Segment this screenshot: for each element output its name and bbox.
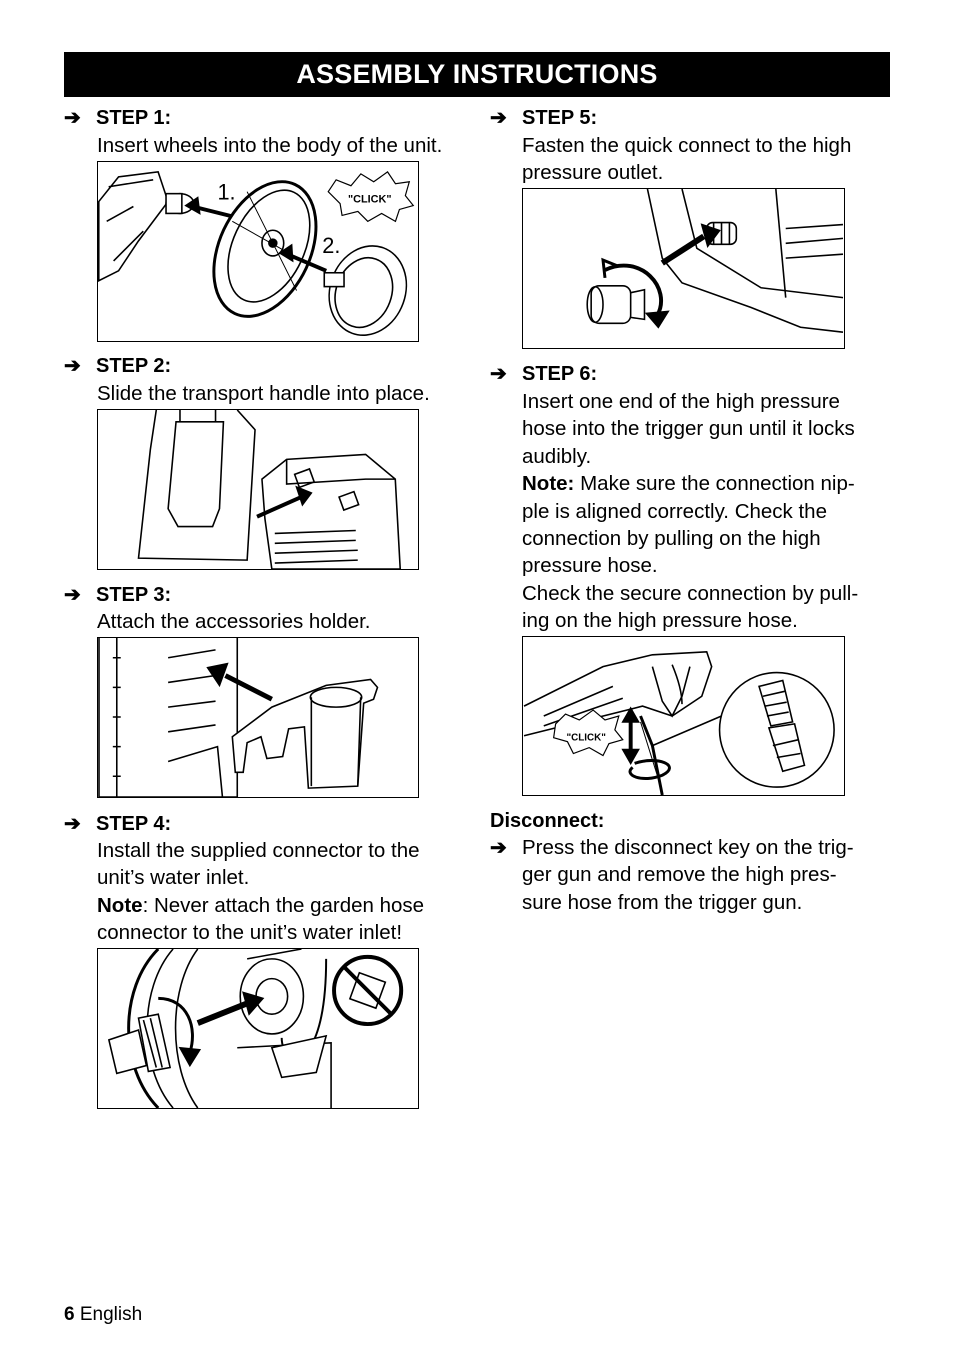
step-2-heading: ➔ STEP 2: xyxy=(64,354,171,378)
step-6-note-label: Note: xyxy=(522,472,575,496)
callout-1: 1. xyxy=(217,180,235,205)
step-1-text: Insert wheels into the body of the unit. xyxy=(97,134,443,157)
arrow-right-icon: ➔ xyxy=(64,813,81,835)
footer-language: English xyxy=(79,1304,143,1325)
arrow-right-icon: ➔ xyxy=(64,584,81,606)
click-label: "CLICK" xyxy=(348,194,391,206)
page-footer: 6 English xyxy=(64,1304,142,1326)
arrow-right-icon: ➔ xyxy=(490,837,507,859)
step-3-text: Attach the accessories holder. xyxy=(97,610,371,633)
arrow-right-icon: ➔ xyxy=(64,355,81,377)
disconnect-arrow: ➔ xyxy=(490,836,522,860)
step-6-label: STEP 6: xyxy=(522,363,598,385)
disconnect-heading: Disconnect: xyxy=(490,810,605,832)
callout-2: 2. xyxy=(322,233,340,258)
step-5-heading: ➔ STEP 5: xyxy=(490,106,597,130)
step-2-label: STEP 2: xyxy=(96,355,172,377)
step-2-handle-illustration xyxy=(97,409,419,570)
step-1-label: STEP 1: xyxy=(96,107,172,129)
step-6-trigger-gun-illustration: "CLICK" xyxy=(522,636,845,796)
step-4-note-label: Note xyxy=(97,893,143,917)
step-3-accessory-holder-illustration xyxy=(97,637,419,798)
step-6-heading: ➔ STEP 6: xyxy=(490,362,597,386)
arrow-right-icon: ➔ xyxy=(490,107,507,129)
step-4-label: STEP 4: xyxy=(96,813,172,835)
step-4-text: Install the supplied connector to the un… xyxy=(97,839,425,945)
page-title: ASSEMBLY INSTRUCTIONS xyxy=(64,52,890,97)
step-5-quick-connect-illustration xyxy=(522,188,845,349)
step-3-heading: ➔ STEP 3: xyxy=(64,583,171,607)
step-6-text: Insert one end of the high pressure hose… xyxy=(522,390,859,633)
arrow-right-icon: ➔ xyxy=(490,363,507,385)
step-2-text: Slide the transport handle into place. xyxy=(97,382,430,405)
step-5-text: Fasten the quick connect to the high pre… xyxy=(522,134,852,185)
step-3-label: STEP 3: xyxy=(96,584,172,606)
step-4-connector-illustration xyxy=(97,948,419,1109)
step-1-wheel-illustration: "CLICK" 1. 2. xyxy=(97,161,419,342)
disconnect-text: Press the disconnect key on the trig- ge… xyxy=(522,836,854,914)
arrow-right-icon: ➔ xyxy=(64,107,81,129)
step-5-label: STEP 5: xyxy=(522,107,598,129)
click-label: "CLICK" xyxy=(566,733,606,744)
page-number: 6 xyxy=(64,1304,75,1325)
step-1-heading: ➔ STEP 1: xyxy=(64,106,171,130)
step-4-heading: ➔ STEP 4: xyxy=(64,812,171,836)
